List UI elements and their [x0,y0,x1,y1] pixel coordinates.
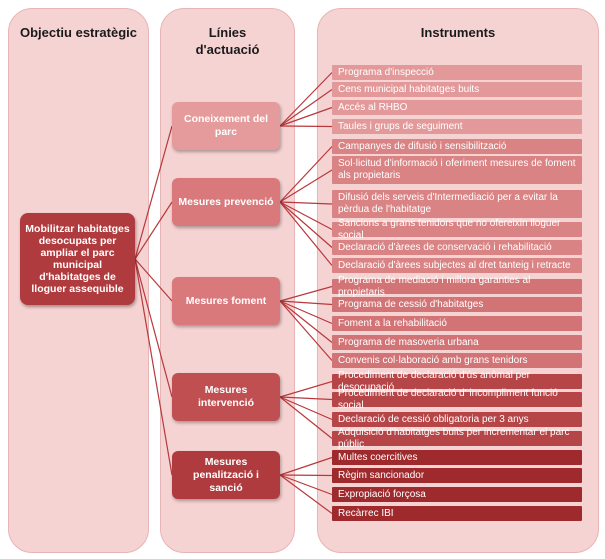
instrument-text: Sancions a grans tenidors que no ofereix… [338,217,561,241]
connector-objective-to-line [134,258,173,476]
connector-line-to-instrument [279,396,333,421]
instrument-foment-a-la-rehabilitacio: Foment a la rehabilitació [332,316,582,331]
line-mesures-penalitzacio-i-sancio: Mesures penalització i sanció [172,451,280,499]
connector-objective-to-line [134,201,173,260]
instrument-text: Programa d'inspecció [338,66,434,78]
instrument-multes-coercitives: Multes coercitives [332,450,582,465]
instrument-procediment-de-declaracio-d-us-anomal-pe: Procediment de declaració d'ús anòmal pe… [332,370,582,393]
connector-line-to-instrument [279,125,333,128]
instrument-text: Accés al RHBO [338,101,408,113]
instrument-text: Declaració d'àrees de conservació i reha… [338,241,552,253]
instrument-regim-sancionador: Règim sancionador [332,468,582,483]
instrument-text: Taules i grups de seguiment [338,120,463,132]
connector-line-to-instrument [279,396,333,439]
connector-line-to-instrument [279,72,333,127]
connector-objective-to-line [134,125,173,260]
instrument-text: Multes coercitives [338,451,418,463]
strategic-objective-text: Mobilitzar habitatges desocupats per amp… [25,223,130,295]
instrument-text: Difusió dels serveis d'Intermediació per… [338,192,558,215]
instrument-recarrec-ibi: Recàrrec IBI [332,506,582,521]
line-coneixement-del-parc: Coneixement del parc [172,102,280,150]
instrument-procediment-de-declaracio-d-incompliment: Procediment de declaració d' incomplimen… [332,388,582,411]
line-label: Mesures prevenció [178,195,274,208]
instrument-convenis-col-laboracio-amb-grans-tenidor: Convenis col·laboració amb grans tenidor… [332,353,582,368]
instruments-column-header: Instruments [420,25,496,40]
instrument-declaracio-d-arees-subjectes-al-dret-tan: Declaració d'àrees subjectes al dret tan… [332,258,582,273]
strategic-objective-box: Mobilitzar habitatges desocupats per amp… [20,213,135,305]
connector-line-to-instrument [279,300,333,306]
line-label: Coneixement del parc [183,113,269,138]
instrument-adquisicio-d-habitatges-buits-per-increm: Adquisició d'habitatges buits per increm… [332,427,582,450]
instrument-text: Programa de mediació i millora garanties… [338,274,531,298]
line-mesures-foment: Mesures foment [172,277,280,325]
connector-line-to-instrument [279,169,333,203]
connector-line-to-instrument [279,396,333,401]
instrument-programa-de-cessio-d-habitatges: Programa de cessió d'habitatges [332,297,582,312]
connector-line-to-instrument [279,474,333,477]
instrument-sol-licitud-d-informacio-i-oferiment-mes: Sol·licitud d'informació i oferiment mes… [332,156,582,184]
connector-objective-to-line [134,258,173,398]
connector-line-to-instrument [279,285,333,302]
instrument-text: Expropiació forçosa [338,488,426,500]
instrument-text: Foment a la rehabilitació [338,317,447,329]
instrument-text: Sol·licitud d'informació i oferiment mes… [338,158,576,181]
instrument-sancions-a-grans-tenidors-que-no-ofereix: Sancions a grans tenidors que no ofereix… [332,218,582,241]
instrument-difusio-dels-serveis-d-intermediacio-per: Difusió dels serveis d'Intermediació per… [332,190,582,218]
instrument-text: Adquisició d'habitatges buits per increm… [338,426,570,450]
instrument-text: Declaració d'àrees subjectes al dret tan… [338,259,571,271]
connector-line-to-instrument [279,89,333,127]
connector-line-to-instrument [279,474,333,496]
instrument-text: Programa de cessió d'habitatges [338,298,484,310]
instrument-text: Procediment de declaració d'ús anòmal pe… [338,369,531,393]
instrument-text: Procediment de declaració d' incomplimen… [338,387,558,411]
connector-line-to-instrument [279,201,333,266]
line-mesures-intervencio: Mesures intervenció [172,373,280,421]
instrument-declaracio-d-arees-de-conservacio-i-reha: Declaració d'àrees de conservació i reha… [332,240,582,255]
instrument-text: Convenis col·laboració amb grans tenidor… [338,354,528,366]
connector-line-to-instrument [279,106,333,127]
instrument-programa-de-masoveria-urbana: Programa de masoveria urbana [332,335,582,350]
connector-line-to-instrument [279,300,333,343]
connector-line-to-instrument [279,201,333,248]
connector-line-to-instrument [279,201,333,231]
instrument-declaracio-de-cessio-obligatoria-per-3-a: Declaració de cessió obligatoria per 3 a… [332,412,582,427]
instrument-campanyes-de-difusio-i-sensibilitzacio: Campanyes de difusió i sensibilització [332,139,582,154]
connector-line-to-instrument [279,300,333,361]
instrument-programa-de-mediacio-i-millora-garanties: Programa de mediació i millora garanties… [332,275,582,298]
instrument-text: Recàrrec IBI [338,507,394,519]
instrument-text: Règim sancionador [338,469,425,481]
instrument-acces-al-rhbo: Accés al RHBO [332,100,582,115]
instrument-text: Programa de masoveria urbana [338,336,479,348]
instrument-taules-i-grups-de-seguiment: Taules i grups de seguiment [332,119,582,134]
instrument-programa-d-inspeccio: Programa d'inspecció [332,65,582,80]
lines-column-header: Línies d'actuació [195,25,260,57]
connector-line-to-instrument [279,380,333,398]
connector-line-to-instrument [279,300,333,325]
line-label: Mesures intervenció [197,384,255,409]
instrument-expropiacio-forcosa: Expropiació forçosa [332,487,582,502]
instrument-text: Declaració de cessió obligatoria per 3 a… [338,413,529,425]
instrument-cens-municipal-habitatges-buits: Cens municipal habitatges buits [332,82,582,97]
connector-line-to-instrument [279,201,333,205]
connector-objective-to-line [134,258,173,302]
connector-line-to-instrument [279,146,333,203]
line-label: Mesures foment [185,294,267,307]
connector-line-to-instrument [279,474,333,514]
instrument-text: Cens municipal habitatges buits [338,83,480,95]
line-label: Mesures penalització i sanció [193,455,259,494]
objective-column-header: Objectiu estratègic [19,25,138,40]
instrument-text: Campanyes de difusió i sensibilització [338,140,507,152]
line-mesures-prevencio: Mesures prevenció [172,178,280,226]
connector-line-to-instrument [279,456,333,476]
